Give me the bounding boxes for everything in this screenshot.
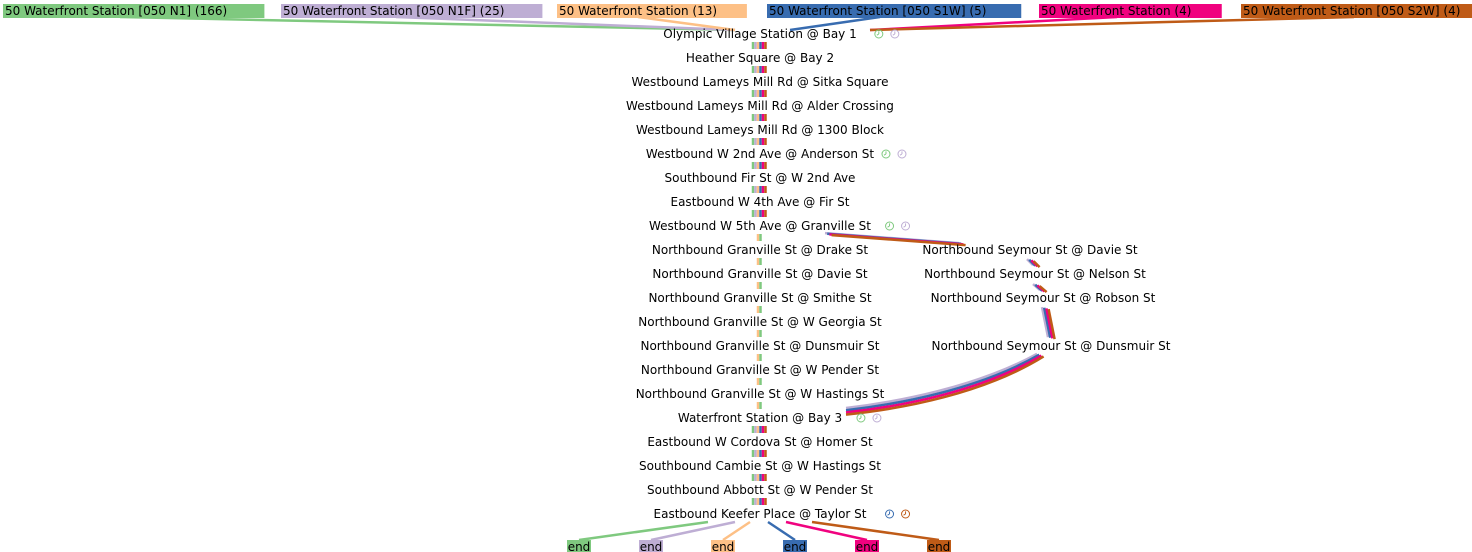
branch-stop-label: Northbound Seymour St @ Dunsmuir St [931, 339, 1170, 353]
stop-label: Northbound Granville St @ Smithe St [648, 291, 871, 305]
branch-stop-label: Northbound Seymour St @ Nelson St [924, 267, 1146, 281]
end-tag: end [927, 540, 951, 552]
route-lines [119, 15, 1355, 542]
route-tag: 50 Waterfront Station [050 N1F] (25) [281, 4, 543, 18]
route-connector-bottom [767, 520, 796, 542]
stop-label: Northbound Granville St @ W Hastings St [636, 387, 885, 401]
end-tag: end [567, 540, 591, 552]
route-label: 50 Waterfront Station [050 N1F] (25) [283, 4, 504, 18]
clock-icon [885, 509, 895, 519]
stop-label: Westbound Lameys Mill Rd @ Alder Crossin… [626, 99, 894, 113]
stop-label: Westbound W 5th Ave @ Granville St [649, 219, 871, 233]
route-labels: 50 Waterfront Station [050 N1] (166) end 5… [3, 4, 1472, 552]
clock-icon [881, 149, 891, 159]
route-tag: 50 Waterfront Station [050 N1] (166) [3, 4, 265, 18]
end-label: end [928, 540, 951, 552]
route-segment-branch [1047, 308, 1056, 340]
stop-label: Waterfront Station @ Bay 3 [678, 411, 842, 425]
stop-label: Heather Square @ Bay 2 [686, 51, 834, 65]
stop-icons [856, 29, 911, 519]
route-label: 50 Waterfront Station [050 S1W] (5) [769, 4, 986, 18]
route-connector-bottom [811, 520, 940, 542]
route-connector-bottom [785, 520, 868, 542]
end-tag: end [639, 540, 663, 552]
clock-icon [856, 413, 866, 423]
clock-icon [874, 29, 884, 39]
stop-label: Westbound Lameys Mill Rd @ 1300 Block [636, 123, 884, 137]
clock-icon [885, 221, 895, 231]
route-segment-branch [831, 233, 966, 247]
stop-labels: Olympic Village Station @ Bay 1 Heather S… [626, 27, 1171, 521]
route-connector-bottom [578, 520, 709, 542]
stop-label: Northbound Granville St @ W Pender St [641, 363, 879, 377]
route-segment-branch [1045, 308, 1054, 339]
stop-label: Southbound Abbott St @ W Pender St [647, 483, 873, 497]
route-segment-branch [845, 352, 1038, 410]
branch-stop-label: Northbound Seymour St @ Robson St [931, 291, 1156, 305]
route-connector-top [637, 15, 736, 32]
route-label: 50 Waterfront Station [050 S2W] (4) [1243, 4, 1460, 18]
route-tag: 50 Waterfront Station [050 S1W] (5) [767, 4, 1022, 18]
end-tag: end [783, 540, 807, 552]
route-segment-branch [1038, 285, 1048, 294]
stop-label: Southbound Fir St @ W 2nd Ave [665, 171, 856, 185]
stop-label: Olympic Village Station @ Bay 1 [663, 27, 856, 41]
stop-label: Eastbound Keefer Place @ Taylor St [654, 507, 867, 521]
route-connector-bottom [650, 520, 736, 542]
route-segment-branch [1032, 260, 1041, 268]
end-label: end [784, 540, 807, 552]
stop-label: Northbound Granville St @ W Georgia St [638, 315, 882, 329]
route-segment-branch [1042, 307, 1052, 339]
stop-label: Southbound Cambie St @ W Hastings St [639, 459, 881, 473]
end-label: end [712, 540, 735, 552]
route-connector-top [789, 15, 881, 32]
branch-stop-label: Northbound Seymour St @ Davie St [922, 243, 1137, 257]
end-label: end [640, 540, 663, 552]
end-label: end [856, 540, 879, 552]
route-tag: 50 Waterfront Station (4) [1039, 4, 1222, 18]
route-segment-branch [845, 353, 1040, 412]
clock-icon [901, 221, 911, 231]
stop-label: Northbound Granville St @ Drake St [652, 243, 868, 257]
end-label: end [568, 540, 591, 552]
stop-label: Eastbound W Cordova St @ Homer St [647, 435, 873, 449]
route-segment-branch [845, 355, 1045, 416]
route-connector-top [119, 15, 736, 32]
route-tag: 50 Waterfront Station (13) [557, 4, 747, 18]
end-tag: end [711, 540, 735, 552]
stop-label: Westbound Lameys Mill Rd @ Sitka Square [632, 75, 889, 89]
route-segment-branch [1040, 306, 1050, 338]
route-label: 50 Waterfront Station (13) [559, 4, 717, 18]
stop-label: Westbound W 2nd Ave @ Anderson St [646, 147, 874, 161]
route-label: 50 Waterfront Station [050 N1] (166) [5, 4, 227, 18]
clock-icon [901, 509, 911, 519]
stop-label: Eastbound W 4th Ave @ Fir St [671, 195, 850, 209]
route-connector-top [395, 15, 736, 32]
stop-label: Northbound Granville St @ Davie St [652, 267, 867, 281]
route-connector-top [869, 15, 1355, 32]
route-segment-branch [845, 354, 1043, 414]
clock-icon [890, 29, 900, 39]
clock-icon [897, 149, 907, 159]
stop-label: Northbound Granville St @ Dunsmuir St [640, 339, 879, 353]
route-tag: 50 Waterfront Station [050 S2W] (4) [1241, 4, 1472, 18]
route-label: 50 Waterfront Station (4) [1041, 4, 1191, 18]
clock-icon [872, 413, 882, 423]
route-connector-bottom [722, 520, 751, 542]
end-tag: end [855, 540, 879, 552]
